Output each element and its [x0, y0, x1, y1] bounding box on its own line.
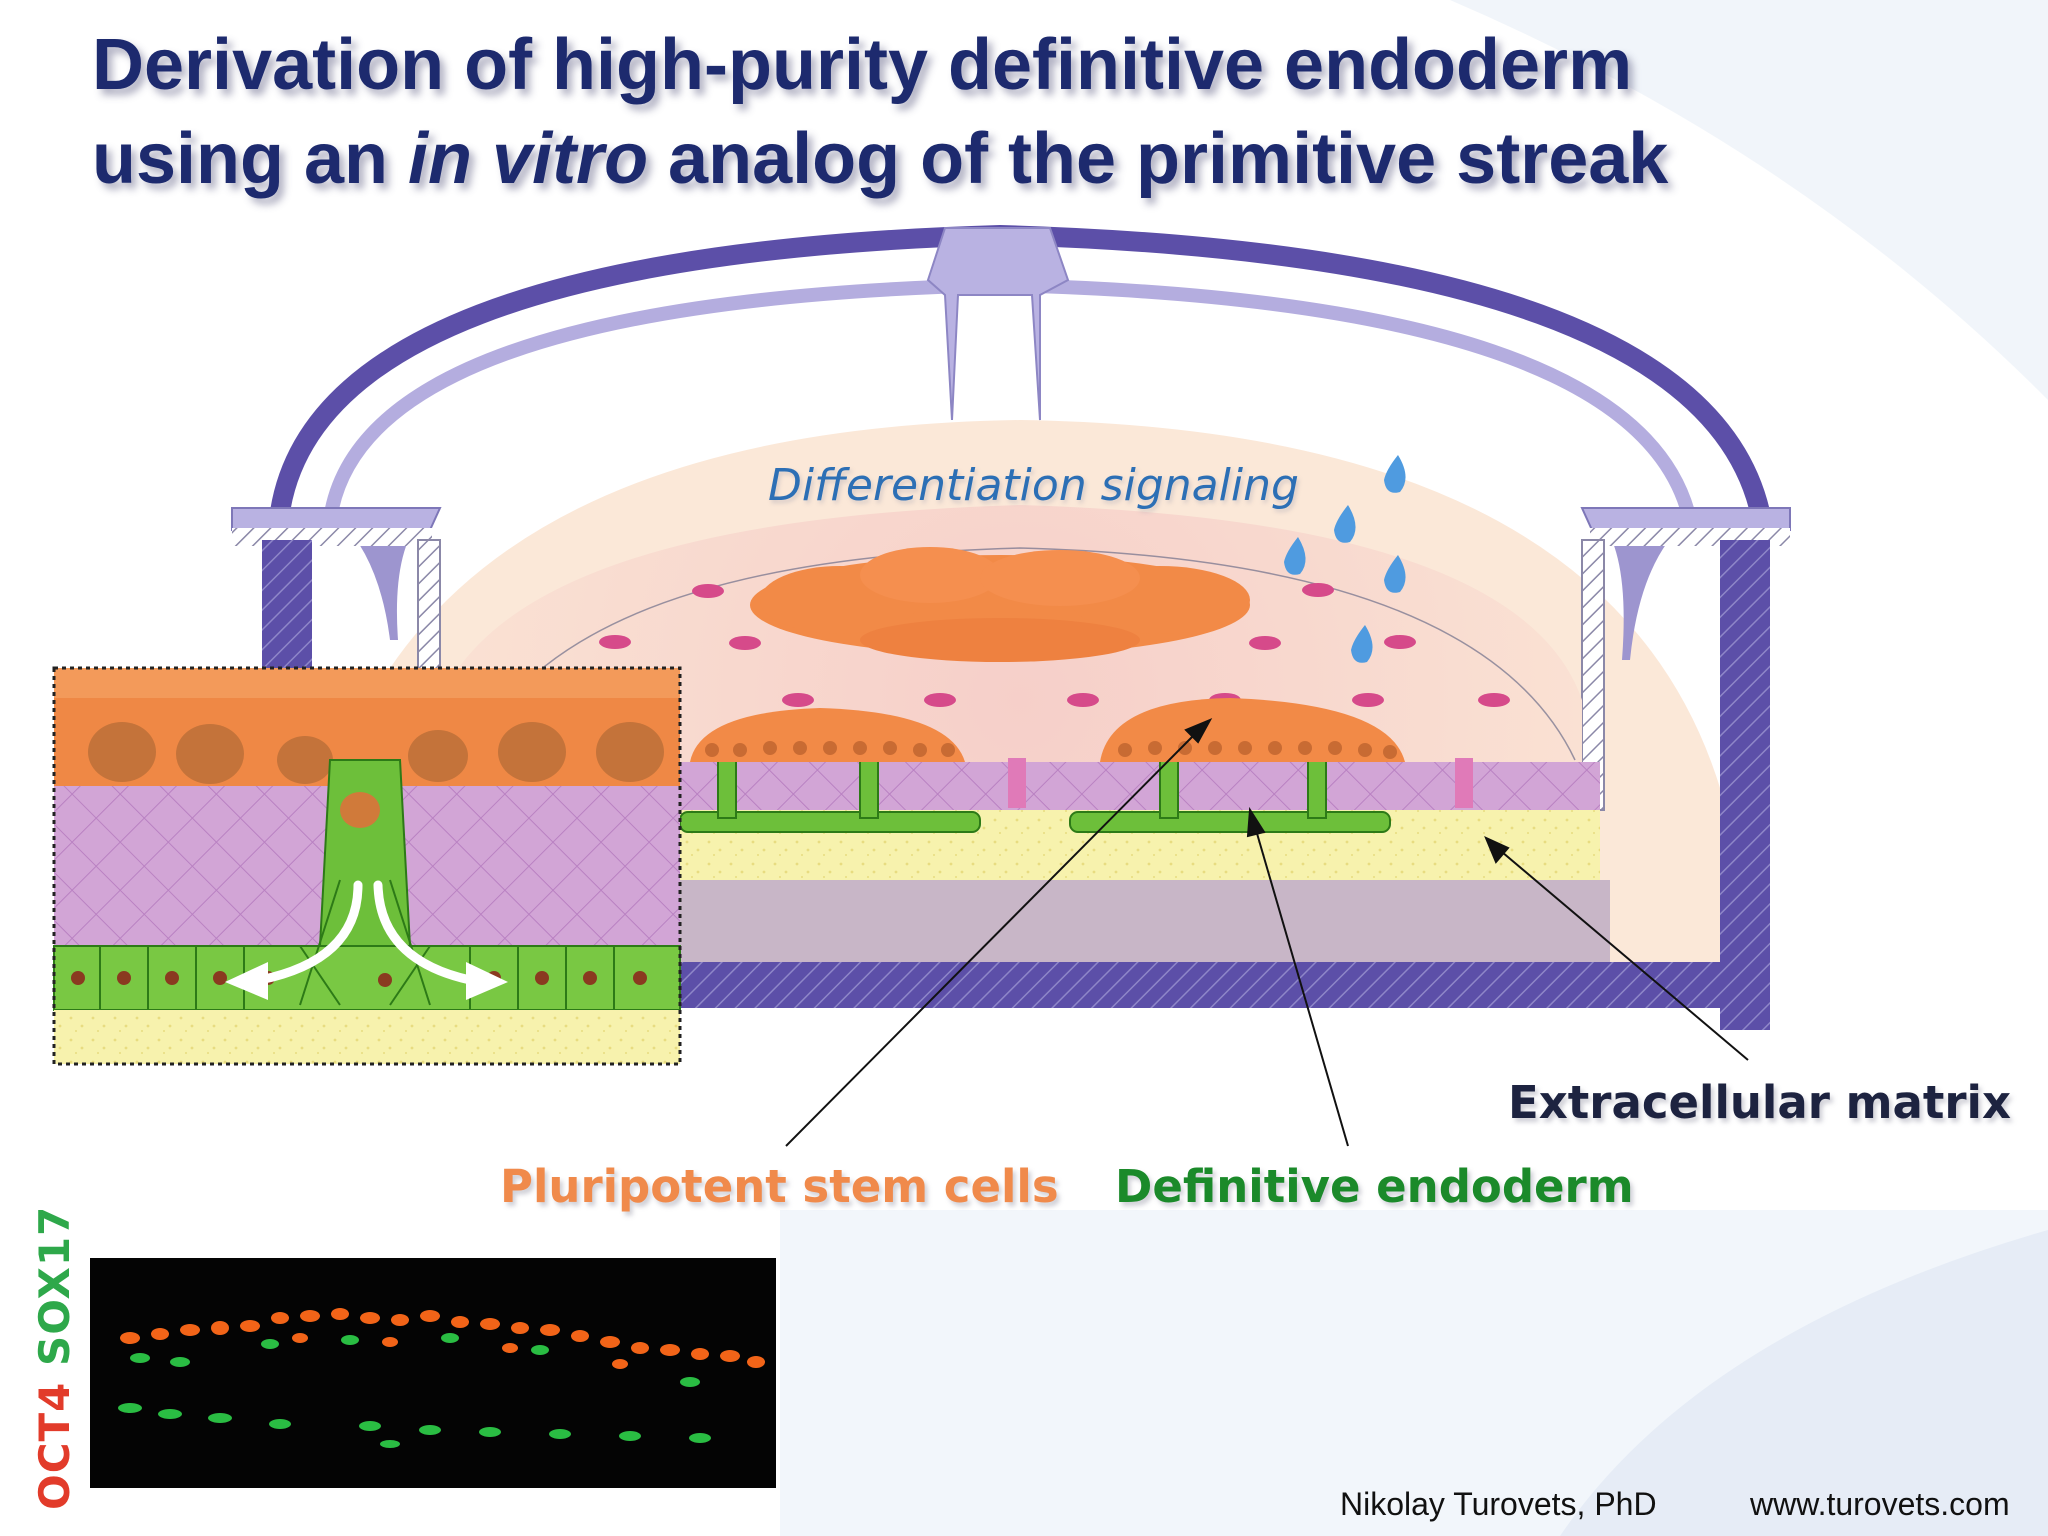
dish-corner-medium: [1610, 820, 1720, 962]
fluorescence-micrograph: [90, 1258, 776, 1488]
inset-border: [52, 666, 682, 1066]
author-credit: Nikolay Turovets, PhD: [1340, 1486, 1657, 1522]
endoderm-cells: [679, 758, 1473, 833]
lid-support-right: [1600, 520, 1688, 660]
title-line-2-prefix: using an: [92, 119, 409, 199]
stem-cell-colonies: [690, 698, 1405, 762]
stain-oct4: OCT4: [30, 1381, 79, 1510]
title-line-2-suffix: analog of the primitive streak: [648, 119, 1669, 199]
website-credit: www.turovets.com: [1750, 1486, 2010, 1522]
arrow-head-right: [466, 962, 508, 1000]
arrow-icon: [255, 880, 475, 985]
arrow-head-left: [225, 962, 268, 1000]
title-line-1: Derivation of high-purity definitive end…: [92, 25, 1633, 105]
lid-rim-right: [1580, 507, 1791, 531]
floating-colony: [750, 547, 1250, 662]
dish-wall-right: [1720, 540, 1770, 1030]
definitive-endoderm-label: Definitive endoderm: [1115, 1160, 1634, 1213]
inset-substrate-layer: [54, 1010, 680, 1064]
stain-label: OCT4 SOX17: [30, 1206, 79, 1510]
extracellular-matrix-label: Extracellular matrix: [1508, 1076, 2011, 1129]
lid-rim-left: [231, 507, 442, 531]
medium-surface-line: [469, 547, 1576, 761]
pluripotent-stem-cells-label: Pluripotent stem cells: [500, 1160, 1059, 1213]
title-in-vitro: in vitro: [408, 119, 649, 199]
stain-sox17: SOX17: [30, 1205, 79, 1366]
dish-inner-wall-left: [417, 539, 441, 681]
droplet-icon: [1284, 455, 1406, 663]
differentiation-signaling-label: Differentiation signaling: [768, 460, 1299, 511]
micrograph-image: [118, 1308, 765, 1448]
lid-post: [926, 227, 1070, 421]
lid-support-left: [340, 520, 420, 640]
pointer-arrows: [785, 717, 1749, 1147]
slide-title: Derivation of high-purity definitive end…: [92, 18, 1992, 206]
inset-zoom: [52, 666, 682, 1066]
